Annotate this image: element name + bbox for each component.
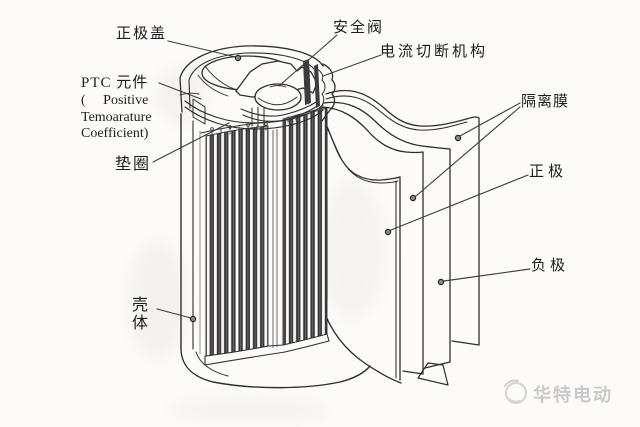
stripe-group-left — [205, 125, 269, 357]
safety-valve-dome — [254, 83, 302, 111]
cap-left-step — [192, 98, 206, 125]
label-negative-electrode: 负极 — [531, 258, 570, 274]
label-separator: 隔离膜 — [521, 94, 570, 110]
stripe-group-right — [282, 107, 328, 346]
dot-negative-electrode — [437, 278, 445, 286]
label-casing: 壳体 — [132, 297, 149, 333]
label-ptc-component: PTC 元件 ( Positive Temoarature Coefficien… — [81, 71, 152, 143]
label-current-cutoff-mechanism: 电流切断机构 — [380, 44, 489, 60]
sheet-negative — [323, 101, 451, 386]
ptc-english-line1: ( Positive — [81, 93, 149, 108]
leader-current-cutoff — [322, 54, 382, 77]
dot-separator-2 — [409, 194, 417, 202]
watermark-logo — [504, 379, 527, 404]
leader-negative-electrode — [443, 268, 531, 282]
leader-dots — [189, 54, 462, 323]
leader-positive-cap — [167, 40, 237, 58]
dot-casing — [189, 315, 197, 323]
center-pin — [272, 129, 278, 348]
label-positive-cap: 正极盖 — [116, 26, 168, 42]
casing-inner-bottom — [195, 351, 229, 377]
dot-positive-electrode — [384, 228, 392, 236]
leader-separator-2 — [415, 106, 521, 197]
leader-ptc — [158, 82, 202, 100]
sheet-positive — [318, 111, 402, 384]
cap-inner-rim — [188, 52, 315, 109]
leader-lines — [152, 34, 531, 319]
leader-positive-electrode — [390, 174, 529, 231]
ptc-title: PTC 元件 — [81, 75, 149, 91]
unrolled-sheets — [318, 89, 480, 386]
electrode-winding-stripes — [205, 107, 328, 357]
base-plate-bottom — [204, 340, 330, 366]
label-positive-electrode: 正极 — [529, 164, 568, 180]
leader-safety-valve — [278, 34, 338, 87]
casing-outer-left — [180, 113, 371, 389]
label-gasket: 垫圈 — [115, 156, 152, 173]
leader-gasket — [152, 122, 230, 163]
sheet-separator-inner — [321, 106, 424, 375]
leader-separator-1 — [459, 102, 521, 137]
current-cutoff-device — [303, 59, 336, 122]
ptc-english-line3: Coefficient) — [81, 126, 149, 141]
watermark-brand-text: 华特电动 — [533, 385, 613, 405]
leader-casing — [156, 308, 192, 319]
sheet-separator-outer — [325, 89, 480, 346]
collector-pins — [210, 108, 321, 137]
scan-smudges — [128, 67, 386, 424]
ptc-english-line2: Temoarature — [81, 109, 152, 125]
dot-separator-1 — [454, 134, 462, 142]
dot-positive-cap — [234, 54, 242, 62]
cap-assembly — [179, 45, 336, 137]
label-safety-valve: 安全阀 — [333, 20, 385, 36]
cap-outer-rim — [179, 45, 324, 113]
negative-tab — [417, 362, 449, 386]
